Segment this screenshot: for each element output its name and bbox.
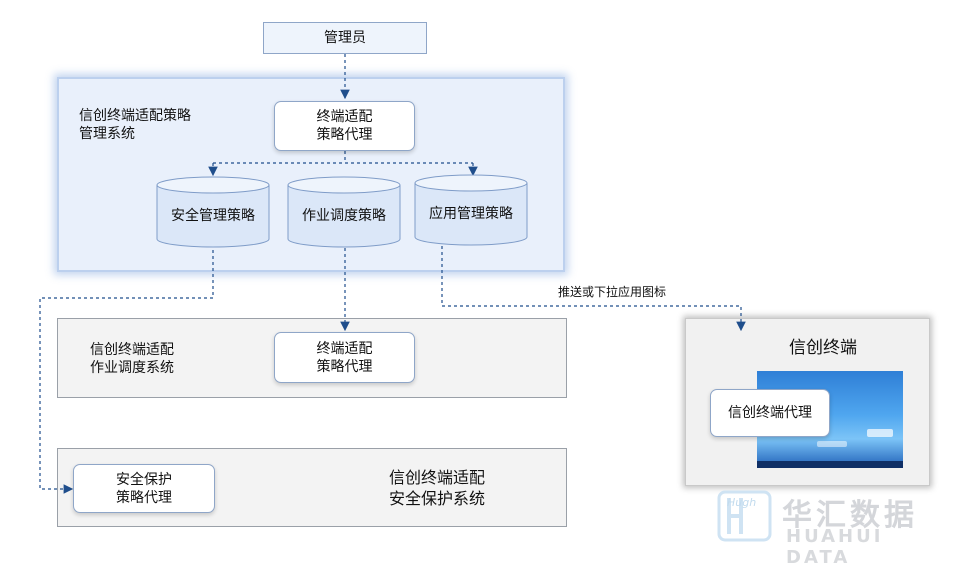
huahui-logo: Hugh bbox=[717, 488, 772, 544]
job-scheduling-policy-cylinder: 作业调度策略 bbox=[287, 176, 401, 248]
security-system-title: 信创终端适配 安全保护系统 bbox=[389, 468, 486, 508]
scheduling-agent-box: 终端适配 策略代理 bbox=[274, 332, 415, 383]
connector-lines bbox=[39, 54, 746, 494]
terminal-agent-box: 信创终端代理 bbox=[710, 389, 830, 437]
watermark-en: HUAHUI DATA bbox=[786, 526, 884, 568]
security-management-policy-cylinder: 安全管理策略 bbox=[156, 176, 270, 248]
security-policy-to-security-agent bbox=[39, 250, 214, 494]
scheduling-system-title: 信创终端适配 作业调度系统 bbox=[90, 342, 174, 376]
security-management-policy-label: 安全管理策略 bbox=[171, 208, 255, 224]
app-policy-to-terminal bbox=[441, 246, 746, 332]
terminal-title: 信创终端 bbox=[789, 338, 857, 358]
admin-box: 管理员 bbox=[263, 22, 427, 54]
app-management-policy-label: 应用管理策略 bbox=[429, 206, 513, 222]
terminal-agent-label: 信创终端代理 bbox=[728, 405, 812, 421]
policy-system-title: 信创终端适配策略 管理系统 bbox=[79, 108, 191, 142]
app-management-policy-cylinder: 应用管理策略 bbox=[414, 174, 528, 246]
push-pull-edge-label: 推送或下拉应用图标 bbox=[558, 285, 667, 299]
admin-label: 管理员 bbox=[324, 30, 366, 46]
agent-branch-line bbox=[213, 151, 473, 164]
security-agent-box: 安全保护 策略代理 bbox=[73, 464, 215, 513]
watermark-cn: 华汇数据 bbox=[782, 498, 918, 533]
policy-agent-box: 终端适配 策略代理 bbox=[274, 101, 415, 151]
job-scheduling-policy-label: 作业调度策略 bbox=[302, 208, 386, 224]
huahui-logo-text: Hugh bbox=[727, 496, 757, 509]
